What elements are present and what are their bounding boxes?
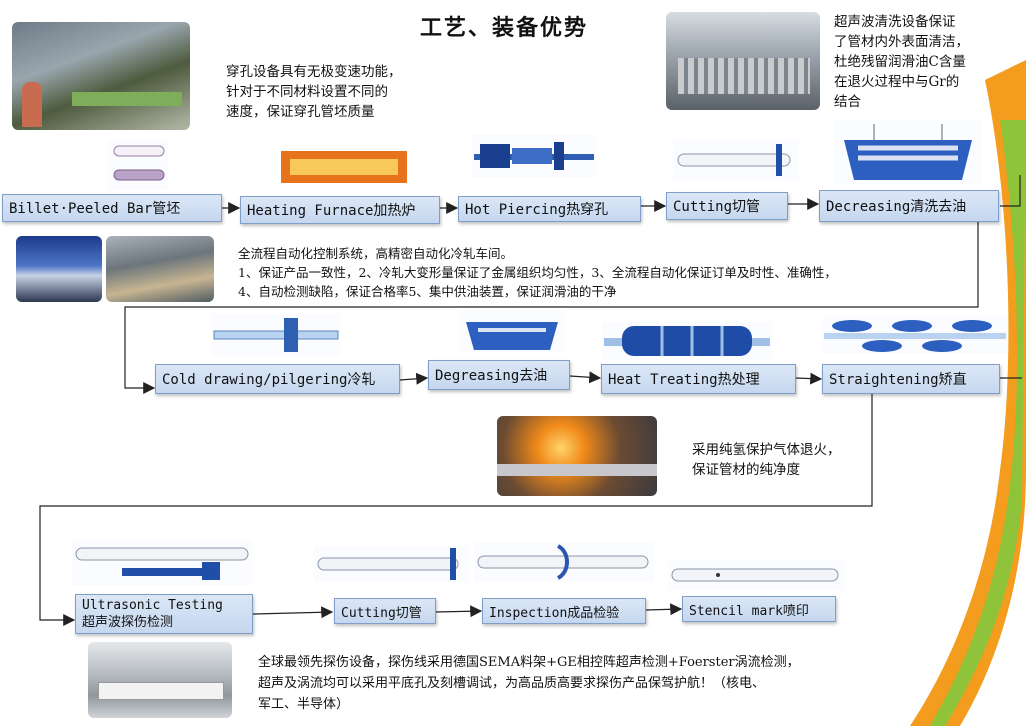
automation-photo-2 <box>106 236 214 302</box>
step-ultrasonic-cn: 超声波探伤检测 <box>82 615 174 630</box>
step-cutting-1: Cutting切管 <box>666 192 788 220</box>
step-hot-piercing: Hot Piercing热穿孔 <box>458 196 641 222</box>
cold-drawing-icon <box>212 314 340 356</box>
piercing-note: 穿孔设备具有无极变速功能，针对于不同材料设置不同的速度，保证穿孔管坯质量 <box>226 64 402 120</box>
automation-note: 全流程自动化控制系统，高精密自动化冷轧车间。1、保证产品一致性，2、冷轧大变形量… <box>238 246 837 299</box>
cutting-tube-icon <box>674 140 798 180</box>
inspection-note: 全球最领先探伤设备，探伤线采用德国SEMA料架+GE相控阵超声检测+Foerst… <box>258 655 800 712</box>
ultrasonic-cleaning-photo <box>666 12 820 110</box>
cutting-tube-icon-2 <box>314 546 468 582</box>
step-inspection: Inspection成品检验 <box>482 598 646 624</box>
page-title: 工艺、装备优势 <box>420 15 589 41</box>
inspection-line-photo <box>88 642 232 718</box>
step-straightening: Straightening矫直 <box>822 364 1000 394</box>
step-cutting-2: Cutting切管 <box>334 598 436 624</box>
step-cold-drawing: Cold drawing/pilgering冷轧 <box>155 364 400 394</box>
step-heat-treating: Heat Treating热处理 <box>601 364 796 394</box>
step-heating-furnace: Heating Furnace加热炉 <box>240 196 440 224</box>
straightening-rollers-icon <box>822 316 1008 354</box>
degreasing-tank-icon-1 <box>834 120 982 184</box>
piercing-workshop-photo <box>12 22 190 130</box>
step-ultrasonic-testing: Ultrasonic Testing 超声波探伤检测 <box>75 594 253 634</box>
step-ultrasonic-en: Ultrasonic Testing <box>82 598 223 613</box>
annealing-flame-photo <box>497 416 657 496</box>
billet-bar-icon <box>108 140 168 190</box>
step-degreasing: Degreasing去油 <box>428 360 570 390</box>
step-billet: Billet·Peeled Bar管坯 <box>2 194 222 222</box>
inspection-tube-icon <box>474 542 654 582</box>
heat-treating-icon <box>602 322 772 360</box>
ultrasonic-note: 超声波清洗设备保证了管材内外表面清洁，杜绝残留润滑油C含量在退火过程中与Gr的结… <box>834 14 969 110</box>
step-stencil-mark: Stencil mark喷印 <box>682 596 836 622</box>
step-decreasing: Decreasing清洗去油 <box>819 190 999 222</box>
degreasing-tank-icon-2 <box>460 310 564 352</box>
ultrasonic-probe-icon <box>72 540 252 586</box>
automation-photo-1 <box>16 236 102 302</box>
hot-piercing-icon <box>472 134 596 178</box>
annealing-note: 采用纯氢保护气体退火，保证管材的纯净度 <box>692 442 841 478</box>
heating-furnace-icon <box>280 150 408 184</box>
stencil-tube-icon <box>668 560 844 590</box>
